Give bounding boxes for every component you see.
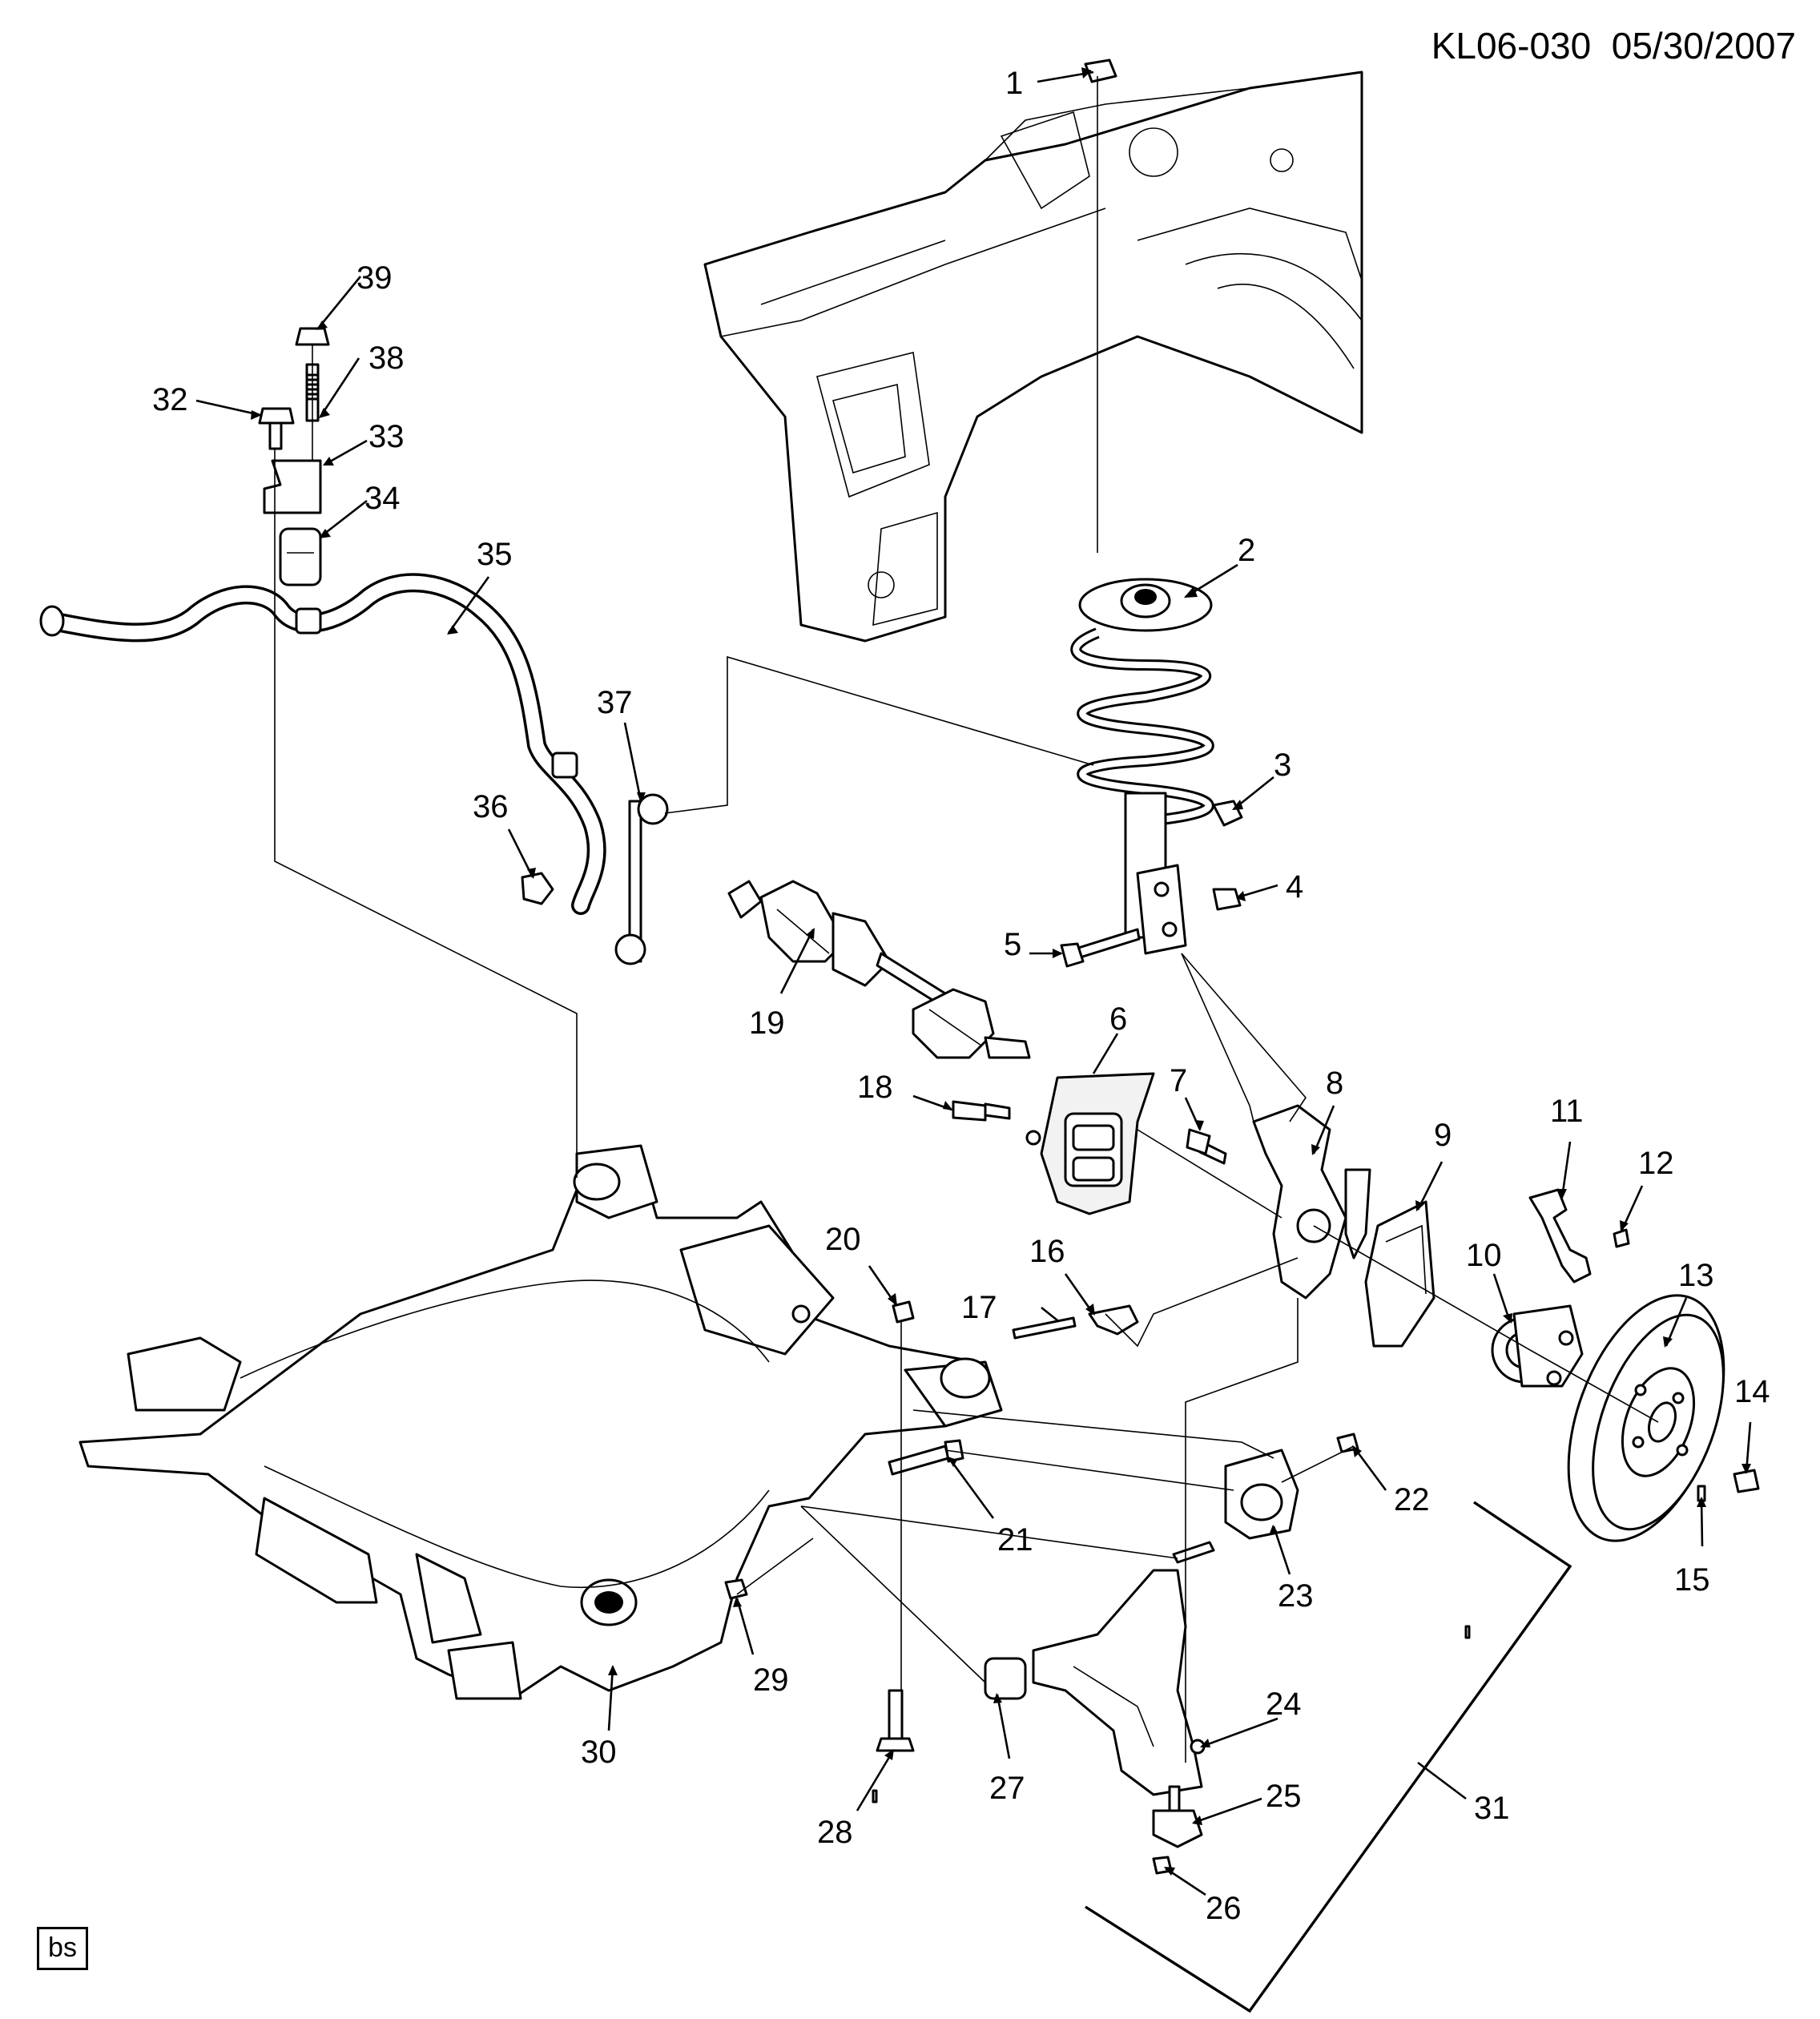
callout-14: 14 [1734,1374,1770,1409]
callout-11: 11 [1550,1094,1584,1129]
bracket-33 [263,459,322,514]
subframe [79,1144,1003,1700]
callout-25: 25 [1266,1779,1302,1814]
nut-29 [724,1578,748,1600]
bolt-5 [1072,928,1141,961]
hub-bearing [1491,1188,1630,1388]
callout-29: 29 [753,1662,789,1698]
bushing-27 [984,1657,1027,1700]
callout-5: 5 [1004,927,1021,962]
stabilizer-link [521,793,669,965]
callout-19: 19 [749,1005,785,1041]
callout-9: 9 [1434,1118,1452,1153]
callout-22: 22 [1394,1482,1430,1517]
lower-control-arm [724,1300,1471,1875]
callout-7: 7 [1170,1063,1187,1098]
bushing-34 [279,527,322,586]
callout-32: 32 [152,382,188,417]
footer-tag: bs [37,1927,88,1970]
callout-34: 34 [364,481,401,516]
splash-shield [1364,1200,1435,1348]
callout-17: 17 [961,1290,997,1325]
callout-4: 4 [1286,869,1303,905]
bushing-16 [1088,1304,1139,1336]
callout-20: 20 [825,1222,861,1257]
wheel-speed-sensor [1528,1188,1592,1284]
callout-labels: 1 2 3 4 5 6 7 8 9 10 11 12 13 14 15 16 1… [152,66,1770,1926]
brake-caliper [1025,1072,1155,1215]
bolt-32 [258,407,295,425]
callout-8: 8 [1326,1066,1343,1101]
strut-assembly [1070,578,1214,955]
stabilizer-bar [39,573,606,915]
assembly-bracket-31 [1085,1501,1572,2013]
callout-23: 23 [1278,1578,1314,1614]
callout-33: 33 [368,419,405,454]
callout-28: 28 [817,1815,853,1850]
callout-16: 16 [1029,1234,1065,1269]
callout-10: 10 [1466,1238,1502,1273]
callout-39: 39 [356,260,393,296]
bolt-17 [1012,1316,1077,1340]
callout-35: 35 [477,537,513,572]
diagram-date: 05/30/2007 [1611,25,1796,66]
bolt-21 [888,1445,950,1476]
callout-6: 6 [1109,1001,1127,1037]
diagram-code: KL06-030 [1431,25,1592,66]
nut-1 [1084,58,1117,83]
callout-12: 12 [1638,1146,1674,1181]
knuckle [1252,1104,1435,1348]
callout-13: 13 [1678,1258,1714,1293]
callout-24: 24 [1266,1687,1302,1722]
reference-lines [274,76,1659,1763]
callout-37: 37 [597,685,633,720]
bolt-18 [952,1100,987,1122]
nut-4 [1212,888,1242,911]
callout-26: 26 [1206,1891,1242,1926]
diagram-header: KL06-030 05/30/2007 [1431,24,1796,67]
nut-20 [892,1300,915,1324]
callout-1: 1 [1005,66,1023,101]
nut-39 [295,327,330,346]
callout-30: 30 [581,1735,617,1770]
callout-2: 2 [1238,533,1255,568]
ball-joint-25 [1152,1809,1203,1848]
callout-38: 38 [368,341,405,376]
callout-21: 21 [997,1522,1033,1558]
drive-axle [727,880,1031,1059]
fasteners-upper [952,58,1243,1165]
callout-27: 27 [989,1771,1025,1806]
callout-31: 31 [1474,1791,1510,1826]
nut-14 [1733,1469,1760,1493]
nut-36 [521,872,554,905]
bolt-12 [1613,1228,1630,1248]
stabilizer-hardware [258,327,330,586]
callout-15: 15 [1674,1562,1710,1598]
body-structure [703,71,1363,643]
callout-36: 36 [473,789,509,824]
callout-18: 18 [857,1070,893,1105]
callout-3: 3 [1274,748,1291,783]
bolt-28 [888,1689,904,1740]
leader-arrowheads [251,67,1751,1876]
